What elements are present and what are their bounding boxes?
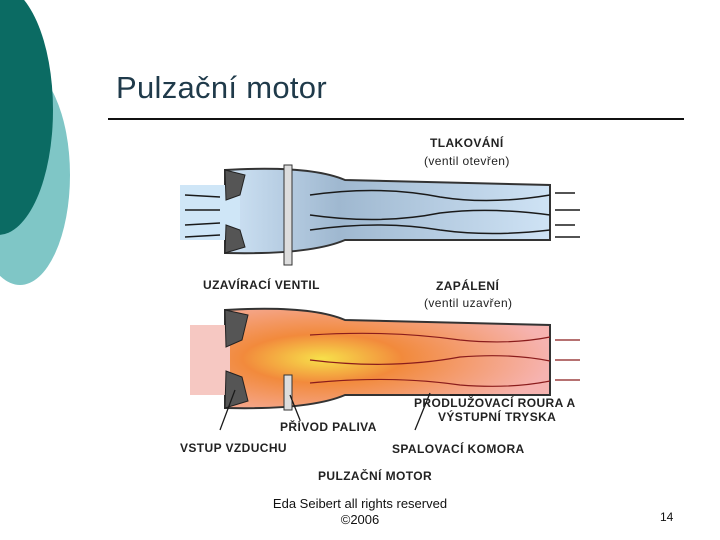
label-closing-valve: UZAVÍRACÍ VENTIL — [203, 278, 320, 292]
label-caption: PULZAČNÍ MOTOR — [318, 469, 433, 483]
flow-arrows-cold — [184, 189, 580, 238]
fuel-rod — [283, 374, 293, 411]
label-fuel-supply: PŘÍVOD PALIVA — [280, 420, 377, 434]
corner-decoration — [0, 0, 70, 285]
engine-pressurization — [180, 164, 580, 266]
title-underline — [108, 118, 684, 120]
valve-rod-top — [283, 164, 293, 266]
engine-ignition — [190, 307, 580, 431]
slide-footer: Eda Seibert all rights reserved ©2006 — [255, 496, 465, 528]
page-number: 14 — [660, 510, 674, 524]
pulse-engine-diagram — [180, 164, 580, 431]
intake-lip-bottom-hot — [224, 370, 249, 409]
intake-hot-area — [190, 325, 230, 395]
label-extension-tube-line1: PRODLUŽOVACÍ ROURA A — [414, 396, 576, 410]
label-pressurization-note: (ventil otevřen) — [424, 154, 510, 168]
label-ignition: ZAPÁLENÍ — [436, 279, 500, 293]
intake-lip-top — [224, 169, 246, 201]
label-ignition-note: (ventil uzavřen) — [424, 296, 513, 310]
deco-dark-ellipse — [0, 0, 53, 235]
slide-title: Pulzační motor — [116, 70, 327, 105]
intake-lip-top-hot — [224, 309, 249, 348]
label-combustion-chamber: SPALOVACÍ KOMORA — [392, 442, 525, 456]
flow-lines-hot — [309, 332, 580, 387]
footer-copyright-line2: ©2006 — [340, 512, 380, 527]
label-air-intake: VSTUP VZDUCHU — [180, 441, 287, 455]
footer-copyright-line1: Eda Seibert all rights reserved — [272, 496, 448, 511]
label-pressurization: TLAKOVÁNÍ — [430, 136, 504, 150]
engine-body-hot — [224, 307, 551, 410]
label-pointers — [219, 389, 490, 431]
intake-lip-bottom — [224, 224, 246, 254]
label-extension-tube-line2: VÝSTUPNÍ TRYSKA — [438, 410, 557, 424]
